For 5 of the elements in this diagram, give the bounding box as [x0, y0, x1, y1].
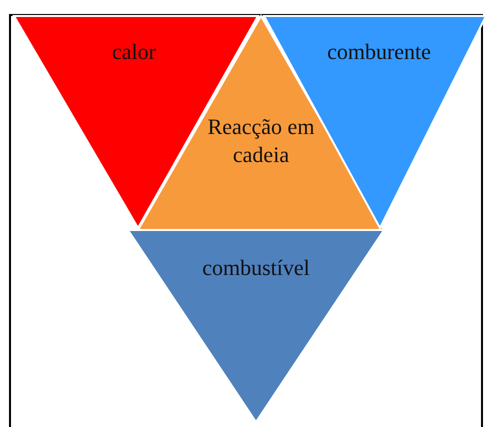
triangle-label: calor: [111, 38, 157, 66]
triangle-label: combustível: [201, 254, 311, 282]
triangle-label: Reacção em cadeia: [206, 113, 316, 168]
triangle: [128, 230, 384, 422]
triangle-label: comburente: [326, 38, 432, 66]
